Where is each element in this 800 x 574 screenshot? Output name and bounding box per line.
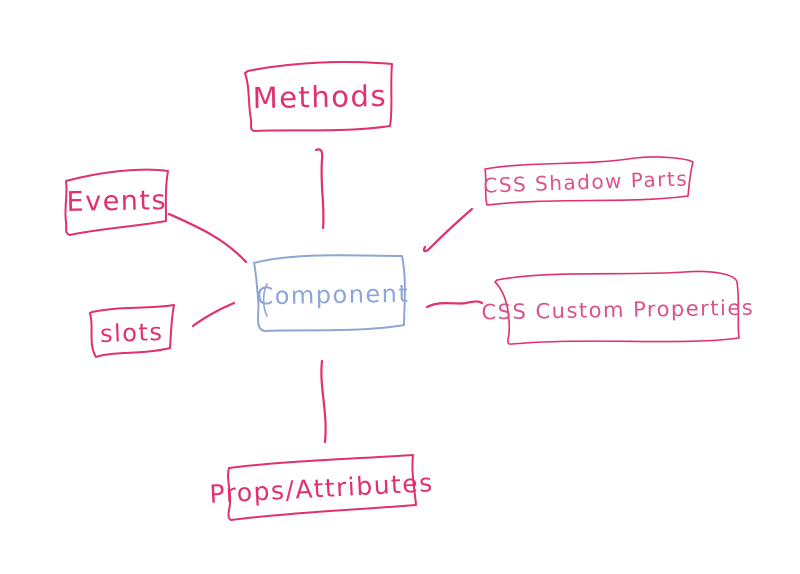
- events-box-outline: [64, 168, 169, 236]
- connector-methods-component: [314, 148, 325, 230]
- connector-component-custom-properties: [425, 300, 484, 309]
- node-css-custom-properties: CSS Custom Properties: [481, 270, 754, 345]
- css-shadow-parts-label: CSS Shadow Parts: [483, 166, 689, 197]
- component-box-outline: [253, 254, 406, 332]
- props-attributes-label: Props/Attributes: [209, 468, 435, 509]
- css-custom-properties-label: CSS Custom Properties: [481, 296, 754, 325]
- css-shadow-parts-box-outline: [484, 156, 694, 206]
- methods-label: Methods: [252, 79, 387, 115]
- connector-component-props: [320, 359, 327, 444]
- node-css-shadow-parts: CSS Shadow Parts: [483, 156, 694, 206]
- css-custom-properties-box-outline: [494, 270, 740, 345]
- connector-events-component: [167, 212, 248, 264]
- connector-slots-component: [191, 301, 236, 328]
- slots-label: slots: [100, 318, 164, 348]
- component-bracket-stroke: [262, 283, 268, 317]
- slots-box-outline: [89, 304, 175, 358]
- props-attributes-box-outline: [227, 454, 417, 521]
- methods-box-outline: [244, 61, 393, 132]
- node-methods: Methods: [244, 61, 393, 132]
- node-slots: slots: [89, 304, 175, 358]
- node-component: Component: [253, 254, 410, 332]
- component-label: Component: [256, 280, 409, 311]
- node-events: Events: [64, 168, 169, 236]
- events-label: Events: [66, 185, 167, 218]
- node-props-attributes: Props/Attributes: [209, 454, 435, 521]
- connector-shadow-parts-component: [422, 207, 474, 253]
